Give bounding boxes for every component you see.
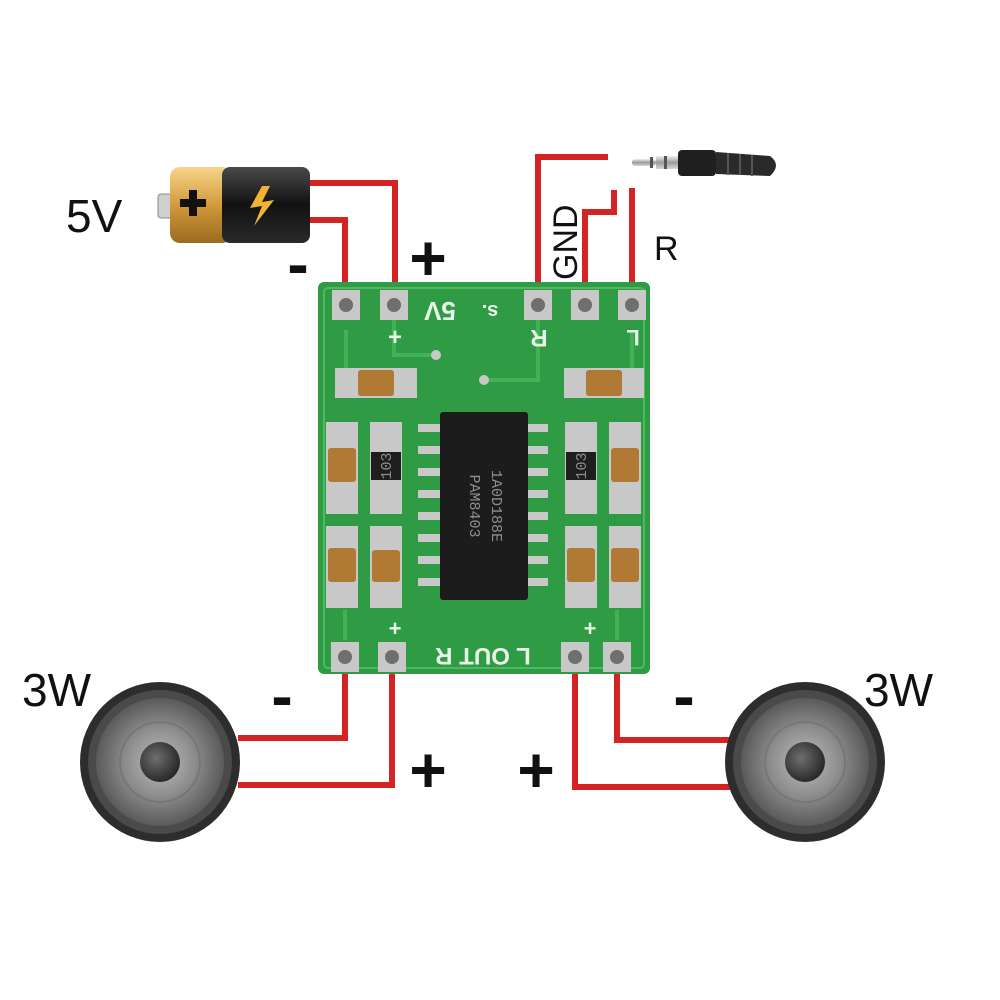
capacitor	[335, 368, 417, 398]
wire-input-gnd	[535, 154, 608, 300]
amplifier-chip: PAM8403 1A0D188E	[440, 412, 528, 600]
right-components: 103	[565, 422, 641, 608]
wire-left-speaker-positive	[238, 660, 395, 788]
bottom-pads	[331, 642, 631, 672]
right-speaker-negative-label: -	[673, 660, 694, 732]
resistor-code: 103	[379, 452, 396, 479]
wire-right-speaker-positive	[572, 660, 730, 790]
right-speaker-positive-label: +	[517, 734, 554, 806]
silk-s: s.	[482, 300, 499, 322]
right-channel-label: R	[654, 230, 679, 268]
amplifier-board: 103 103	[318, 282, 650, 674]
speaker-icon	[80, 682, 240, 842]
gnd-label: GND	[547, 204, 585, 280]
battery-negative-label: -	[287, 228, 308, 300]
battery-icon	[157, 167, 310, 243]
wires	[238, 154, 730, 790]
left-speaker-positive-label: +	[409, 734, 446, 806]
speaker-icon	[725, 682, 885, 842]
wire-right-speaker-negative	[614, 660, 730, 743]
silk-out: L OUT R	[435, 642, 531, 669]
resistor-code: 103	[574, 452, 591, 479]
left-speaker-negative-label: -	[271, 660, 292, 732]
audio-jack-icon	[632, 150, 776, 176]
wire-input-left	[582, 190, 617, 300]
wire-battery-negative	[308, 217, 348, 300]
left-speaker-power-label: 3W	[22, 664, 92, 716]
silk-5v: 5V	[423, 296, 455, 326]
capacitor	[564, 368, 644, 398]
silk-plus: +	[388, 324, 402, 351]
supply-voltage-label: 5V	[66, 190, 123, 242]
chip-label: PAM8403	[465, 474, 482, 537]
silk-r: R	[530, 324, 547, 351]
left-components: 103	[326, 422, 402, 608]
silk-l: L	[626, 325, 639, 350]
ic-pins	[418, 424, 548, 586]
silk-plus: +	[584, 616, 597, 641]
wire-left-speaker-negative	[238, 660, 348, 741]
battery-positive-label: +	[409, 222, 446, 294]
chip-batch: 1A0D188E	[487, 470, 504, 542]
right-speaker-power-label: 3W	[864, 664, 934, 716]
silk-plus: +	[389, 616, 402, 641]
wire-battery-positive	[308, 180, 398, 300]
top-pads	[332, 290, 646, 320]
